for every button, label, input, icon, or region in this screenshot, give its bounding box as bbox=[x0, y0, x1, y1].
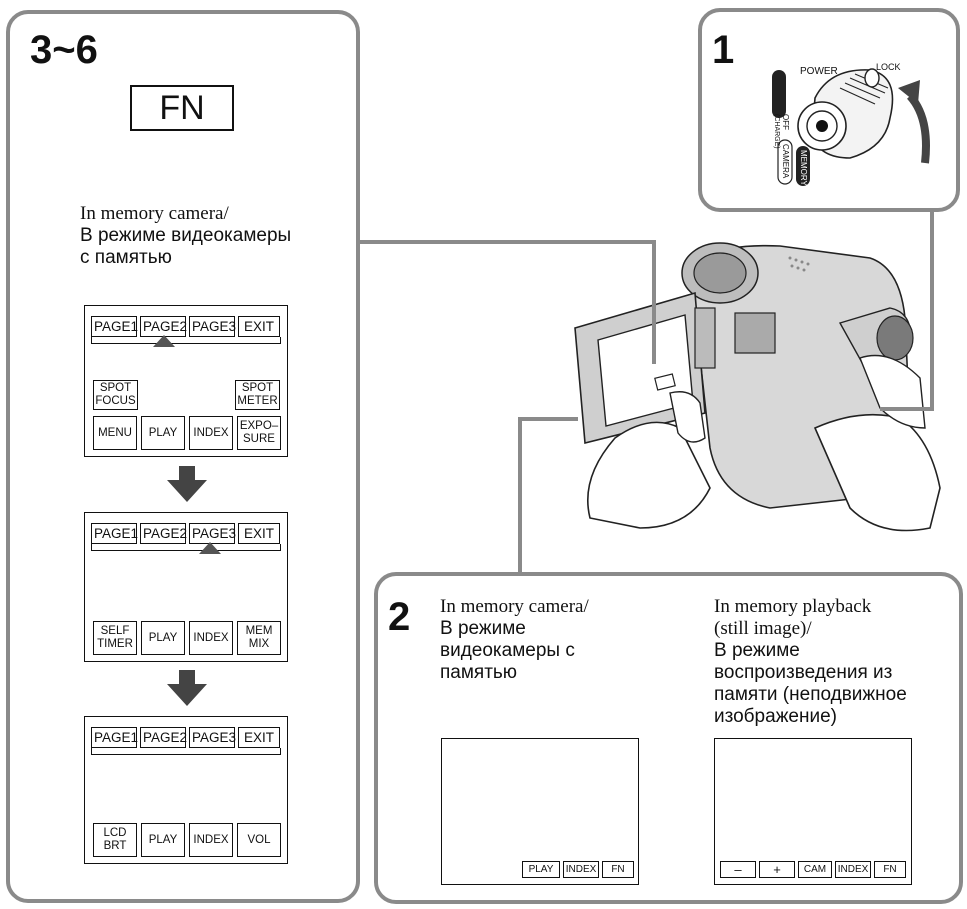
fn-screen-page3-lcd: PAGE1 PAGE2 PAGE3 EXIT LCD BRT PLAY INDE… bbox=[84, 716, 288, 864]
play-button[interactable]: PLAY bbox=[141, 823, 185, 857]
page-indicator-arrow-icon bbox=[153, 335, 175, 347]
tab-page1[interactable]: PAGE1 bbox=[91, 523, 138, 544]
step2-right-caption-en-2: (still image)/ bbox=[714, 618, 812, 639]
play-button[interactable]: PLAY bbox=[141, 416, 185, 450]
down-arrow-icon bbox=[167, 670, 207, 706]
step2-left-caption-ru-2: видеокамеры с bbox=[440, 640, 575, 661]
cam-button[interactable]: CAM bbox=[798, 861, 832, 878]
connector-line bbox=[930, 210, 934, 410]
menu-button[interactable]: MENU bbox=[93, 416, 137, 450]
off-label: OFF bbox=[781, 114, 790, 130]
exposure-button[interactable]: EXPO– SURE bbox=[237, 416, 281, 450]
step2-left-caption-ru-1: В режиме bbox=[440, 618, 526, 639]
play-button[interactable]: PLAY bbox=[522, 861, 560, 878]
step2-right-caption-ru-2: воспроизведения из bbox=[714, 662, 893, 683]
tab-underline bbox=[91, 748, 281, 755]
power-switch-illustration bbox=[772, 68, 930, 186]
fn-screen-page1: PAGE1 PAGE2 PAGE3 EXIT SPOT FOCUS SPOT M… bbox=[84, 305, 288, 457]
connector-line bbox=[652, 240, 656, 364]
tab-exit[interactable]: EXIT bbox=[238, 727, 280, 748]
self-timer-button[interactable]: SELF TIMER bbox=[93, 621, 137, 655]
page-indicator-arrow-icon bbox=[199, 542, 221, 554]
step2-left-caption-en: In memory camera/ bbox=[440, 596, 589, 617]
step2-right-caption-ru-4: изображение) bbox=[714, 706, 837, 727]
mem-mix-button[interactable]: MEM MIX bbox=[237, 621, 281, 655]
connector-line bbox=[518, 417, 522, 575]
play-button[interactable]: PLAY bbox=[141, 621, 185, 655]
tab-underline bbox=[91, 544, 281, 551]
index-button[interactable]: INDEX bbox=[563, 861, 599, 878]
spot-focus-button[interactable]: SPOT FOCUS bbox=[93, 380, 138, 410]
step-number-3-6: 3~6 bbox=[30, 28, 98, 72]
tab-page2[interactable]: PAGE2 bbox=[140, 523, 187, 544]
minus-button[interactable]: – bbox=[720, 861, 756, 878]
fn-button[interactable]: FN bbox=[874, 861, 906, 878]
down-arrow-icon bbox=[167, 466, 207, 502]
step2-right-caption-en-1: In memory playback bbox=[714, 596, 872, 617]
plus-button[interactable]: + bbox=[759, 861, 795, 878]
camcorder-illustration bbox=[574, 242, 941, 532]
step2-right-caption-ru-3: памяти (неподвижное bbox=[714, 684, 907, 705]
tab-exit[interactable]: EXIT bbox=[238, 523, 280, 544]
connector-line bbox=[518, 417, 578, 421]
caption-ru-1: В режиме видеокамеры bbox=[80, 225, 292, 246]
tab-page2[interactable]: PAGE2 bbox=[140, 727, 187, 748]
tab-page1[interactable]: PAGE1 bbox=[91, 316, 138, 337]
lock-label: LOCK bbox=[876, 62, 901, 72]
spot-meter-button[interactable]: SPOT METER bbox=[235, 380, 280, 410]
tab-page3[interactable]: PAGE3 bbox=[189, 316, 236, 337]
connector-line bbox=[880, 407, 934, 411]
index-button[interactable]: INDEX bbox=[189, 416, 233, 450]
lcd-brt-button[interactable]: LCD BRT bbox=[93, 823, 137, 857]
memory-playback-screen: – + CAM INDEX FN bbox=[714, 738, 912, 885]
tab-page3[interactable]: PAGE3 bbox=[189, 523, 236, 544]
tab-exit[interactable]: EXIT bbox=[238, 316, 280, 337]
tab-page3[interactable]: PAGE3 bbox=[189, 727, 236, 748]
step-number-2: 2 bbox=[388, 595, 411, 639]
index-button[interactable]: INDEX bbox=[835, 861, 871, 878]
index-button[interactable]: INDEX bbox=[189, 823, 233, 857]
vol-button[interactable]: VOL bbox=[237, 823, 281, 857]
power-label: POWER bbox=[800, 66, 838, 77]
step2-left-caption-ru-3: памятью bbox=[440, 662, 518, 683]
step2-right-caption-ru-1: В режиме bbox=[714, 640, 800, 661]
vcr-label: VCR bbox=[755, 90, 764, 107]
charge-label: (CHARGE) bbox=[773, 114, 780, 149]
fn-button-label: FN bbox=[130, 85, 234, 131]
camera-label: CAMERA bbox=[781, 144, 790, 179]
tab-page1[interactable]: PAGE1 bbox=[91, 727, 138, 748]
index-button[interactable]: INDEX bbox=[189, 621, 233, 655]
fn-screen-page3: PAGE1 PAGE2 PAGE3 EXIT SELF TIMER PLAY I… bbox=[84, 512, 288, 662]
memory-label: MEMORY bbox=[799, 150, 808, 186]
fn-button[interactable]: FN bbox=[602, 861, 634, 878]
tab-underline bbox=[91, 337, 281, 344]
step-number-1: 1 bbox=[712, 28, 735, 72]
caption-en: In memory camera/ bbox=[80, 203, 229, 224]
caption-ru-2: с памятью bbox=[80, 247, 172, 268]
connector-line bbox=[360, 240, 656, 244]
memory-camera-screen: PLAY INDEX FN bbox=[441, 738, 639, 885]
